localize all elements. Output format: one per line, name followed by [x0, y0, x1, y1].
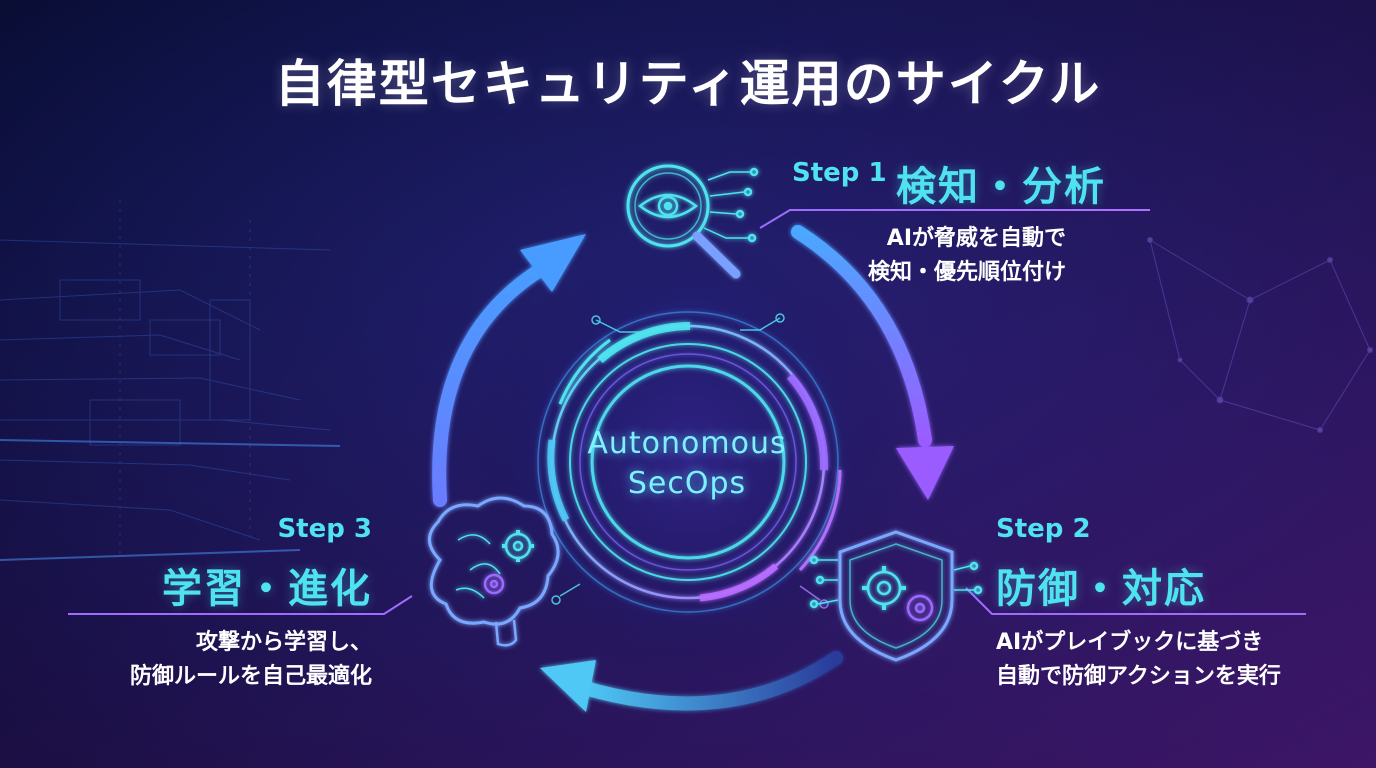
step2-description-line2: 自動で防御アクションを実行 — [996, 664, 1281, 689]
brain-gear-icon — [428, 496, 560, 647]
center-glow — [468, 240, 908, 680]
center-label-line2: SecOps — [627, 466, 747, 501]
step2-description: AIがプレイブックに基づき 自動で防御アクションを実行 — [996, 626, 1281, 694]
step1-description: AIが脅威を自動で 検知・優先順位付け — [868, 222, 1066, 290]
step1-label: Step 1 — [792, 158, 887, 188]
step2-description-line1: AIがプレイブックに基づき — [996, 630, 1264, 655]
step3-description: 攻撃から学習し、 防御ルールを自己最適化 — [130, 626, 372, 694]
step3-label: Step 3 — [277, 514, 372, 544]
step3-heading: 学習・進化 — [162, 566, 372, 612]
center-label-line1: Autonomous — [587, 426, 787, 461]
arrow-step3-to-step1 — [432, 234, 586, 507]
center-hub-rings — [537, 311, 842, 613]
step3-description-line2: 防御ルールを自己最適化 — [129, 664, 372, 689]
arrow-step2-to-step3 — [540, 651, 843, 712]
step1-heading: 検知・分析 — [896, 164, 1106, 210]
magnifier-eye-icon — [626, 164, 759, 279]
arrow-step1-to-step2 — [791, 225, 954, 500]
step2-label: Step 2 — [996, 514, 1091, 544]
shield-gear-icon — [809, 530, 983, 662]
left-glow-lines — [0, 439, 341, 561]
left-data-grid-decoration — [0, 200, 331, 560]
step2-heading: 防御・対応 — [996, 566, 1206, 612]
page-title: 自律型セキュリティ運用のサイクル — [274, 55, 1102, 113]
step3-description-line1: 攻撃から学習し、 — [195, 630, 372, 655]
connector-lines — [68, 209, 1306, 615]
step1-description-line1: AIが脅威を自動で — [886, 226, 1067, 251]
step1-description-line2: 検知・優先順位付け — [868, 260, 1067, 285]
right-network-decoration — [1147, 237, 1373, 433]
